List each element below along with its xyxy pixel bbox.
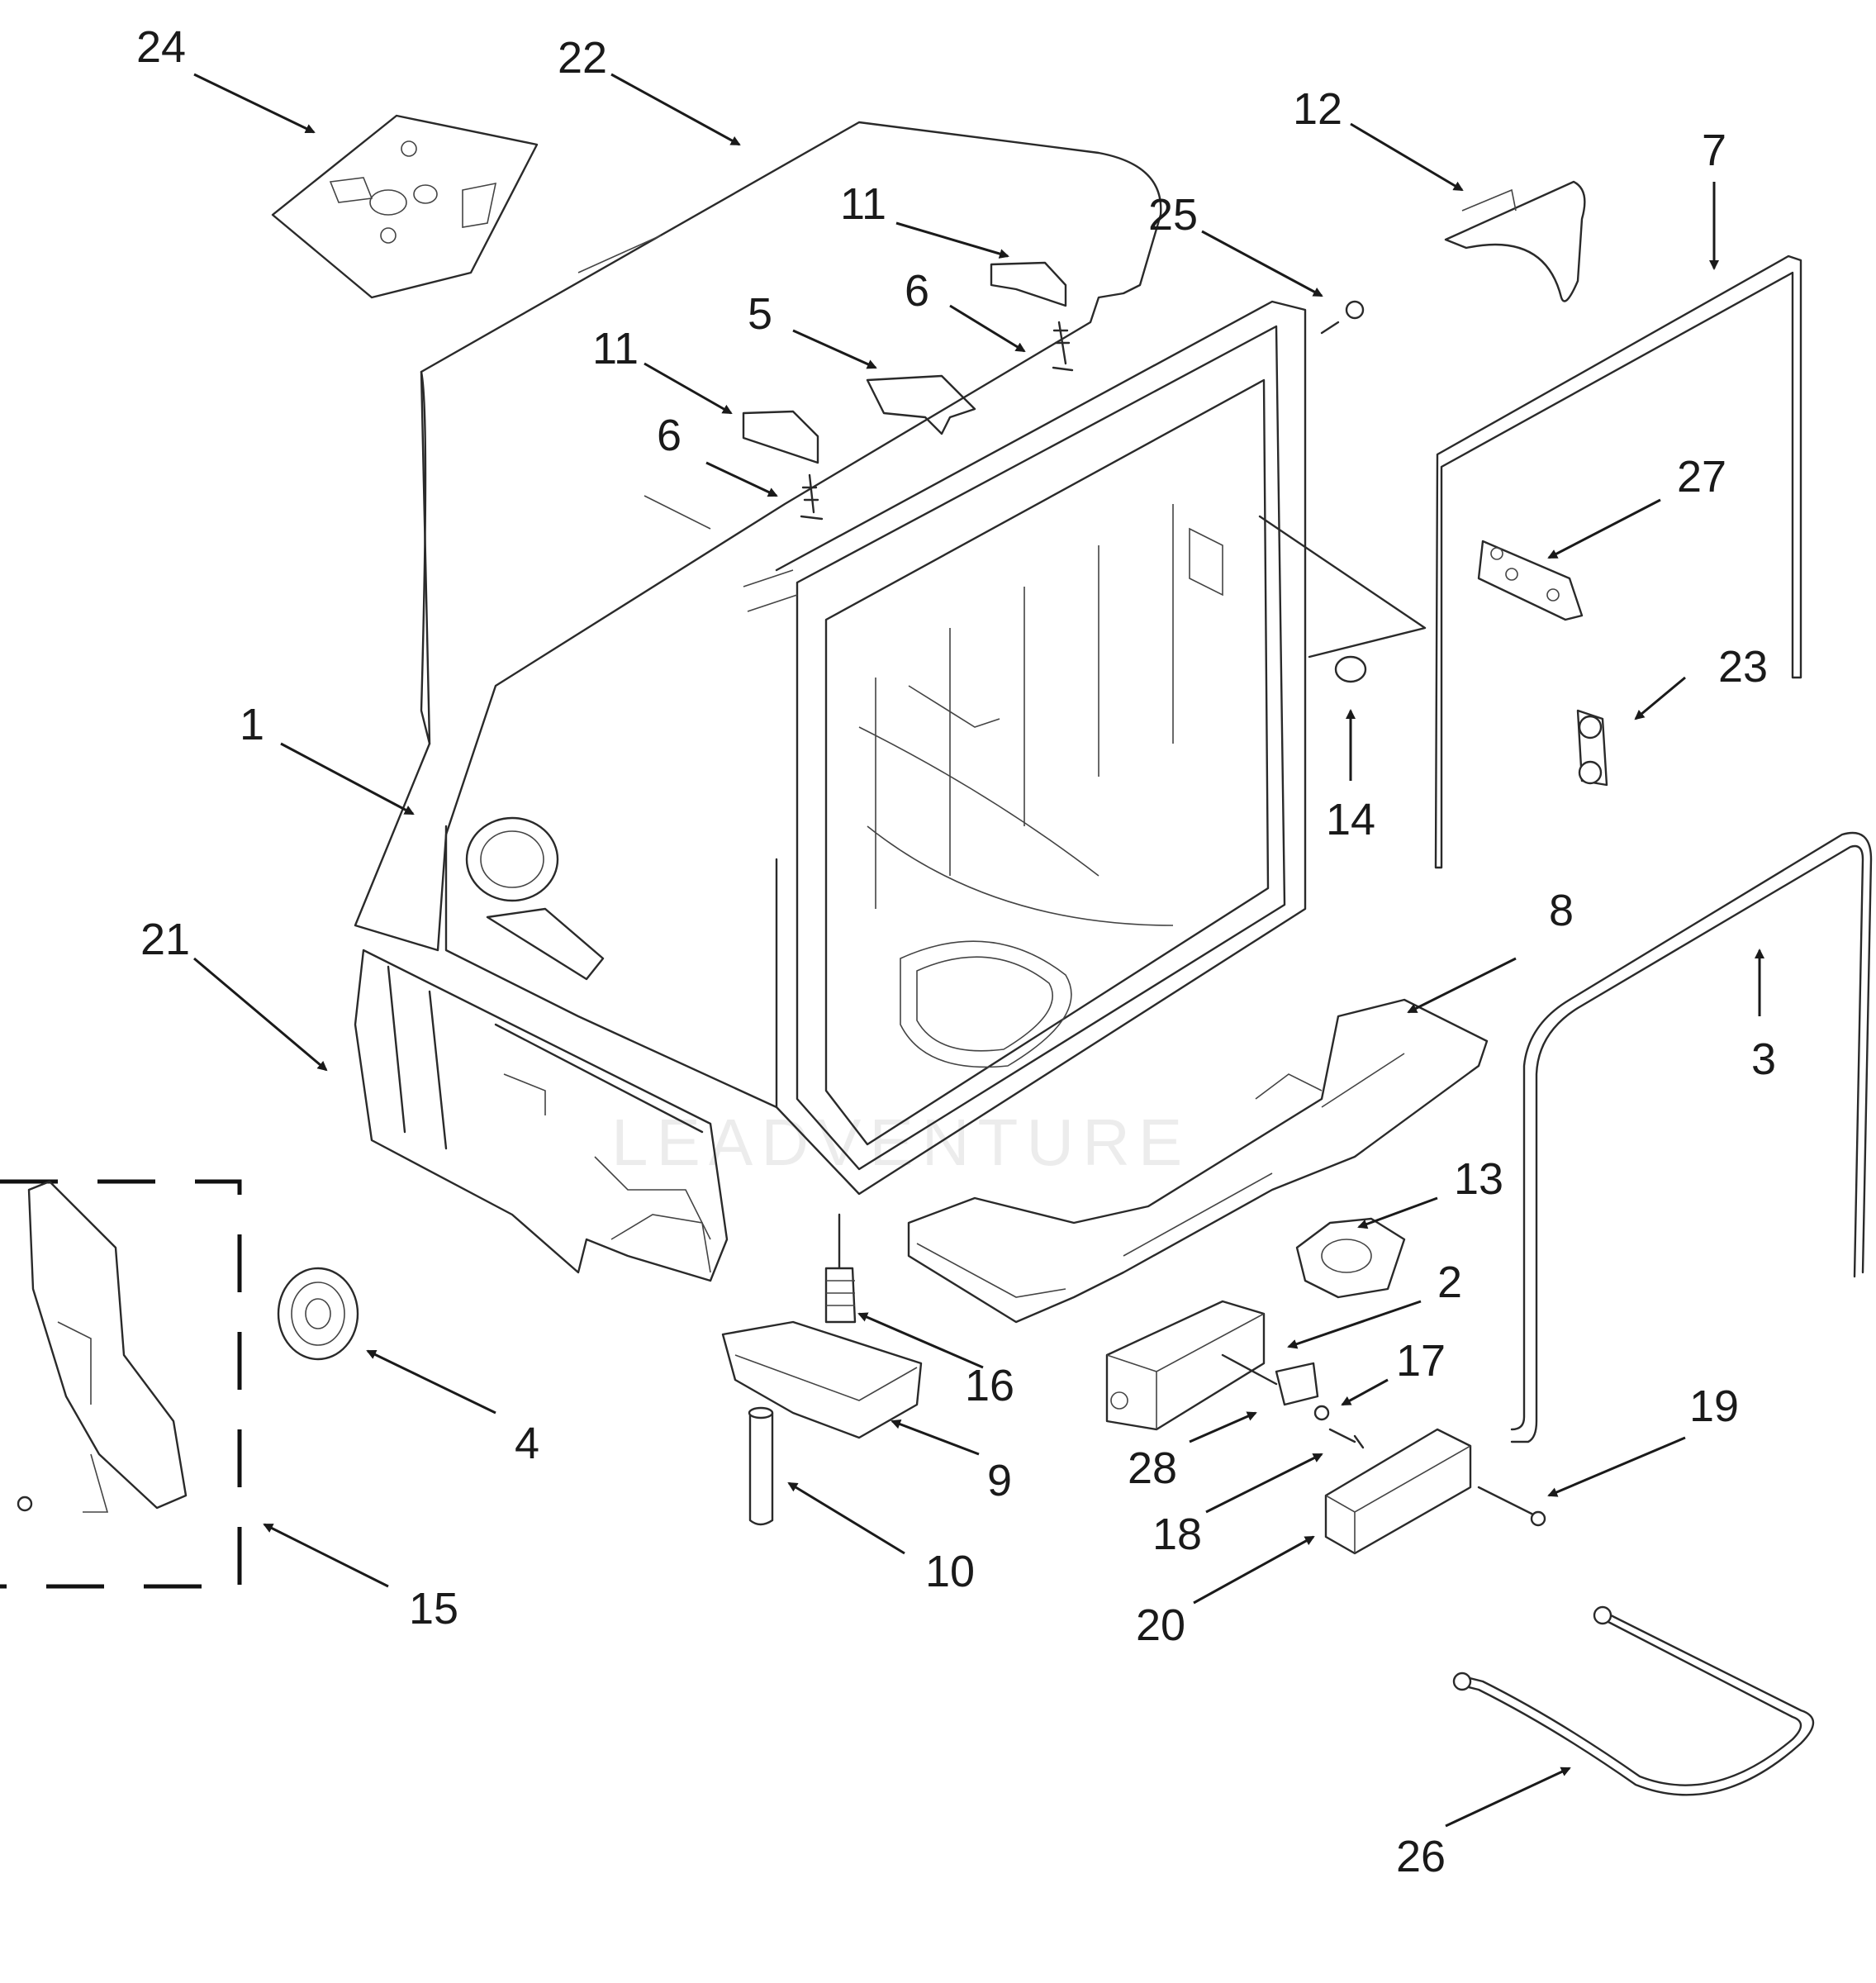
leader-arrows — [193, 73, 1764, 1828]
part-12-corner-bracket — [1444, 180, 1586, 302]
watermark-text: LEADVENTURE — [611, 1106, 1190, 1179]
part-25-cap — [1320, 300, 1365, 335]
part-27-hinge — [1477, 540, 1584, 621]
callout-22: 22 — [558, 33, 607, 83]
part-3-gasket — [1510, 831, 1873, 1443]
callout-23: 23 — [1718, 642, 1768, 692]
callout-9: 9 — [987, 1456, 1012, 1505]
part-11-bracket-upper — [990, 261, 1067, 307]
part-16-fill-funnel — [824, 1213, 857, 1324]
callout-19: 19 — [1689, 1381, 1739, 1431]
part-6-screw-lower — [800, 473, 824, 521]
part-18-screw — [1328, 1428, 1365, 1449]
callout-8: 8 — [1549, 886, 1574, 935]
callout-labels: 24 22 12 7 11 25 6 5 11 6 27 23 14 1 21 … — [136, 22, 1776, 1881]
callout-3: 3 — [1751, 1034, 1776, 1084]
callout-1: 1 — [240, 700, 264, 749]
callout-10: 10 — [925, 1547, 975, 1596]
callout-25: 25 — [1148, 190, 1198, 240]
part-5-vent-clip — [866, 374, 976, 435]
part-26-drain-hose — [1452, 1605, 1815, 1796]
part-28-washer — [1313, 1405, 1330, 1421]
part-17-sensor — [1221, 1353, 1319, 1406]
part-24-hardware-bag — [271, 114, 539, 299]
part-9-channel — [721, 1320, 923, 1439]
part-7-side-trim — [1434, 254, 1802, 869]
callout-6-upper: 6 — [905, 266, 929, 316]
callout-17: 17 — [1396, 1336, 1446, 1386]
callout-24: 24 — [136, 22, 186, 72]
part-14-plug — [1258, 515, 1427, 683]
part-22-insulation-blanket — [354, 121, 1162, 952]
callout-21: 21 — [140, 915, 190, 964]
callout-4: 4 — [515, 1419, 539, 1468]
callout-13: 13 — [1454, 1154, 1503, 1204]
part-13-pump-mount — [1295, 1217, 1406, 1299]
callout-15: 15 — [409, 1584, 458, 1633]
callout-18: 18 — [1152, 1510, 1202, 1559]
part-6-screw-upper — [1052, 321, 1074, 372]
part-11-bracket-lower — [742, 410, 819, 464]
callout-12: 12 — [1293, 84, 1342, 134]
part-20-cover — [1324, 1428, 1472, 1555]
part-19-screw — [1477, 1486, 1546, 1527]
callout-6-lower: 6 — [657, 411, 682, 460]
callout-11-lower: 11 — [592, 324, 639, 373]
part-4-sump-ring — [277, 1267, 359, 1361]
part-10-tube — [748, 1406, 774, 1526]
callout-14: 14 — [1326, 795, 1375, 844]
part-2-control-box — [1105, 1300, 1266, 1431]
part-23-wheel-bracket — [1576, 709, 1608, 787]
callout-20: 20 — [1136, 1600, 1185, 1650]
part-15-water-inlet-assembly — [0, 1179, 242, 1589]
callout-7: 7 — [1702, 126, 1726, 175]
callout-5: 5 — [748, 289, 772, 339]
callout-26: 26 — [1396, 1832, 1446, 1881]
part-21-base-frame — [354, 949, 729, 1282]
part-1-tub — [444, 300, 1307, 1196]
part-8-base-tray — [907, 998, 1489, 1324]
callout-27: 27 — [1677, 452, 1726, 502]
callout-2: 2 — [1437, 1258, 1462, 1307]
callout-11-upper: 11 — [840, 179, 886, 229]
callout-28: 28 — [1128, 1443, 1177, 1493]
callout-16: 16 — [965, 1361, 1014, 1410]
